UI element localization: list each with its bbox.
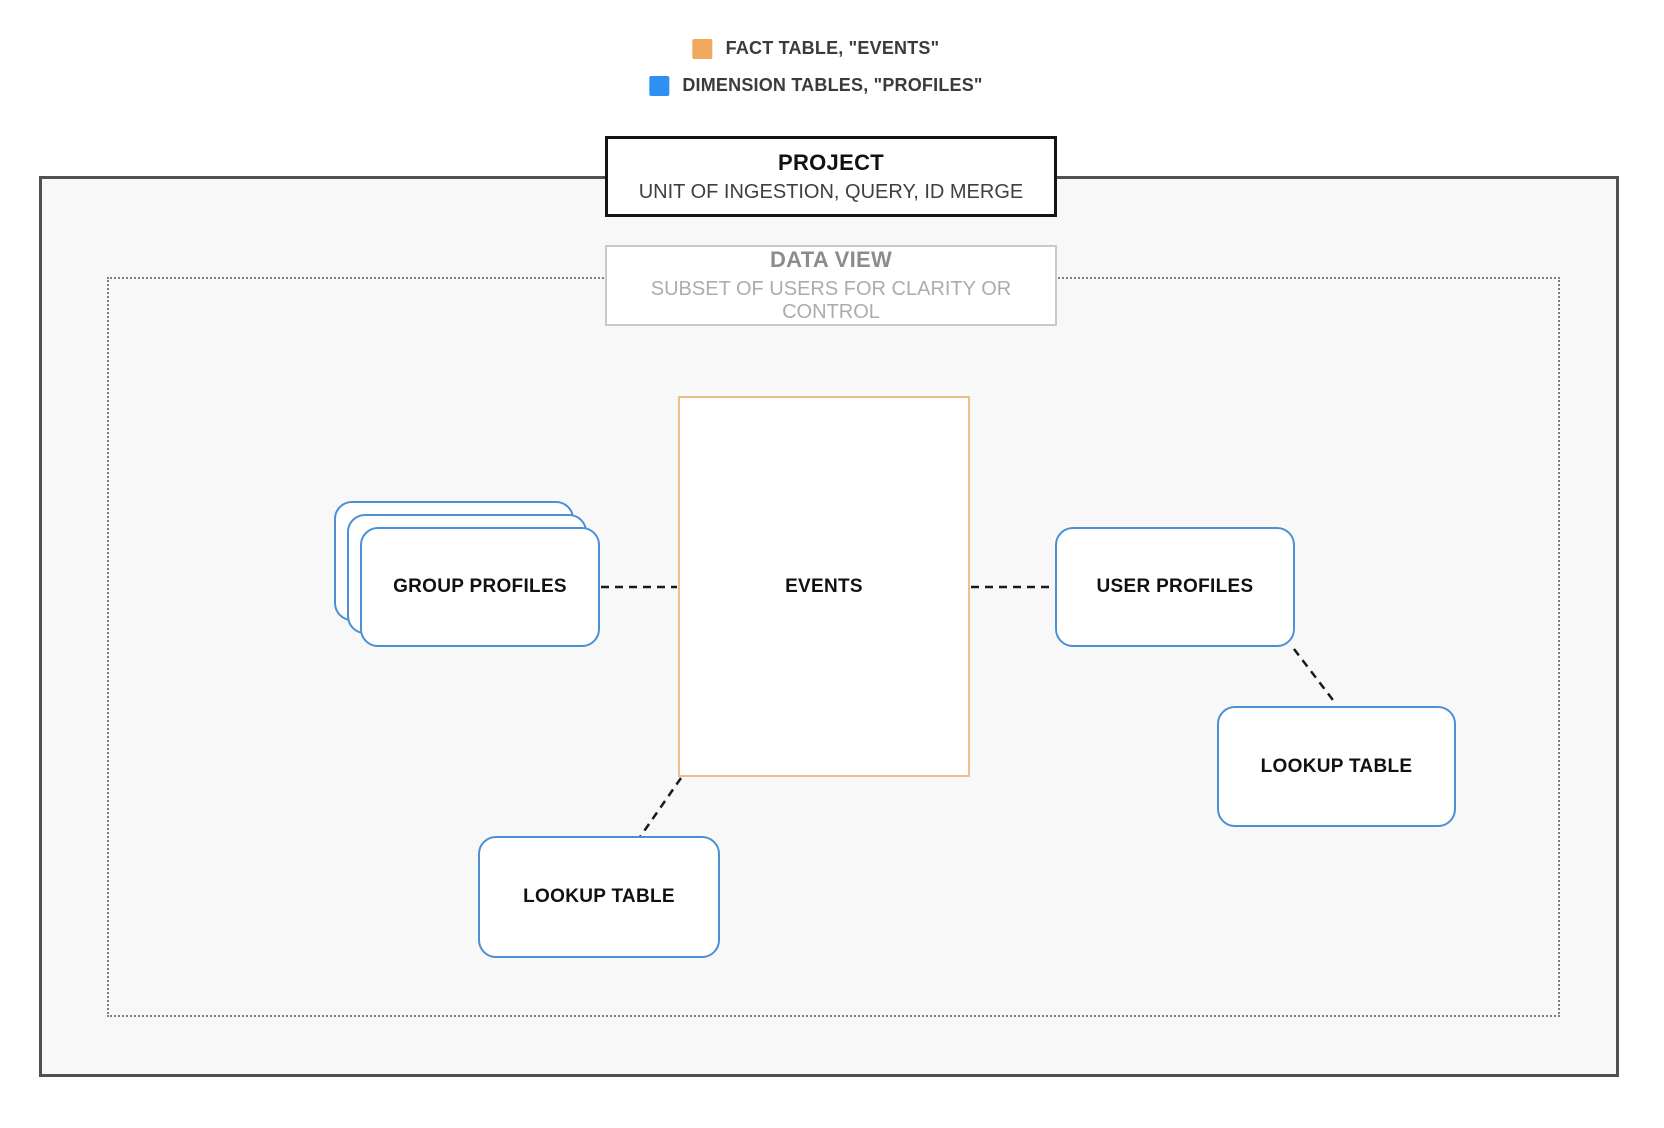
legend-label-fact-table: FACT TABLE, "EVENTS" [725, 38, 940, 58]
data-view-subtitle: SUBSET OF USERS FOR CLARITY OR CONTROL [650, 278, 1012, 323]
group-profiles-node: GROUP PROFILES [360, 527, 600, 647]
dimension-tables-color-swatch-icon [649, 75, 670, 96]
lookup-table-left-node-label: LOOKUP TABLE [523, 886, 675, 907]
data-view-header-box: DATA VIEW SUBSET OF USERS FOR CLARITY OR… [605, 245, 1057, 326]
group-profiles-node-label: GROUP PROFILES [393, 576, 567, 597]
legend-item-fact-table: FACT TABLE, "EVENTS" [692, 38, 940, 59]
events-node: EVENTS [678, 396, 970, 777]
events-node-label: EVENTS [785, 575, 863, 597]
user-profiles-node-label: USER PROFILES [1096, 576, 1254, 597]
legend-item-dimension-tables: DIMENSION TABLES, "PROFILES" [649, 75, 982, 96]
lookup-table-left-node: LOOKUP TABLE [478, 836, 720, 958]
project-subtitle: UNIT OF INGESTION, QUERY, ID MERGE [638, 180, 1024, 203]
lookup-table-right-node: LOOKUP TABLE [1217, 706, 1456, 827]
data-view-title: DATA VIEW [769, 247, 893, 272]
legend: FACT TABLE, "EVENTS" DIMENSION TABLES, "… [649, 38, 982, 96]
project-header-box: PROJECT UNIT OF INGESTION, QUERY, ID MER… [605, 136, 1057, 217]
legend-label-dimension-tables: DIMENSION TABLES, "PROFILES" [682, 75, 983, 95]
project-title: PROJECT [777, 149, 884, 175]
lookup-table-right-node-label: LOOKUP TABLE [1260, 755, 1413, 777]
user-profiles-node: USER PROFILES [1055, 527, 1295, 647]
fact-table-color-swatch-icon [692, 38, 713, 59]
